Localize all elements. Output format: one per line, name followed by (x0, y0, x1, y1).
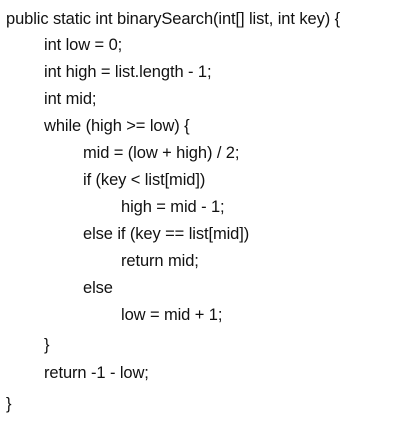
code-line-while-close: } (44, 336, 50, 354)
code-line-return-not-found: return -1 - low; (44, 364, 149, 382)
code-line-method-signature: public static int binarySearch(int[] lis… (6, 10, 341, 28)
code-line-while: while (high >= low) { (44, 117, 190, 135)
code-line-low-assign: low = mid + 1; (121, 306, 223, 324)
code-line-mid-decl: int mid; (44, 90, 97, 108)
code-line-else: else (83, 279, 113, 297)
code-line-else-if-equal: else if (key == list[mid]) (83, 225, 250, 243)
code-line-high-assign: high = mid - 1; (121, 198, 225, 216)
code-line-mid-assign: mid = (low + high) / 2; (83, 144, 240, 162)
code-line-high-init: int high = list.length - 1; (44, 63, 212, 81)
code-line-return-mid: return mid; (121, 252, 199, 270)
code-line-low-init: int low = 0; (44, 36, 123, 54)
code-line-if-less: if (key < list[mid]) (83, 171, 206, 189)
code-line-method-close: } (6, 395, 12, 413)
